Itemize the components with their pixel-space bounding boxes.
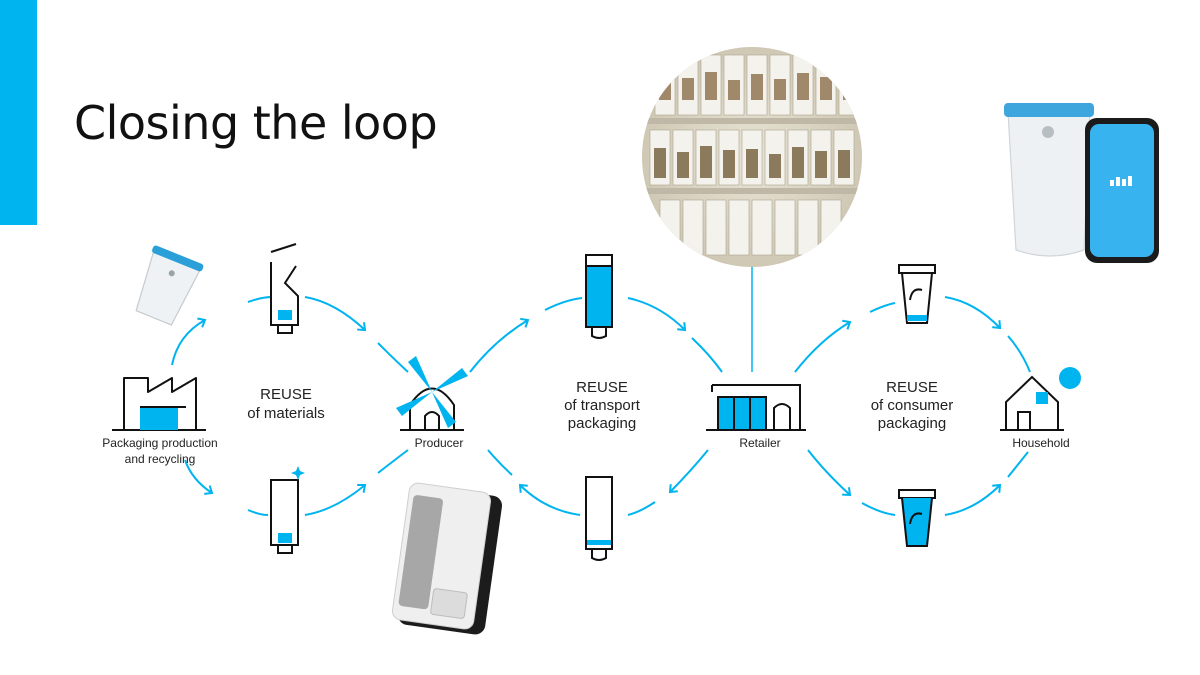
- full-dispenser-icon: [585, 254, 613, 339]
- loop-consumer-line1: REUSE: [886, 379, 938, 396]
- arc-consumer-bot-right: [944, 483, 1002, 516]
- store-shelf-photo: [642, 47, 862, 267]
- label-producer: Producer: [415, 436, 464, 450]
- arc-materials-join-bot: [377, 449, 409, 474]
- arc-materials-top-left: [171, 317, 207, 366]
- arc-transport-top-right: [627, 297, 687, 332]
- accent-bar: [0, 0, 37, 225]
- loop-consumer-line2: of consumer: [871, 397, 954, 414]
- loop-materials-line2: of materials: [247, 405, 325, 422]
- arc-materials-bot-right: [304, 483, 367, 516]
- loop-consumer-line3: packaging: [878, 415, 946, 432]
- dispenser-device-photo: [391, 482, 503, 635]
- arc-consumer-bot-mid: [861, 502, 896, 516]
- house-icon: [1000, 367, 1081, 431]
- arc-transport-left-join: [487, 449, 513, 476]
- phone-app-logo: [1110, 176, 1132, 186]
- empty-dispenser-icon: [585, 476, 613, 561]
- factory-icon: [112, 377, 206, 431]
- arc-consumer-right-bot-join: [1007, 451, 1029, 478]
- arc-materials-top-mid: [247, 296, 273, 303]
- label-packaging-line2: and recycling: [125, 452, 196, 466]
- flattened-package-icon: [270, 243, 299, 334]
- arc-materials-bot-left: [184, 459, 214, 495]
- windmill-icon: [396, 356, 468, 431]
- arc-consumer-bot-left: [807, 449, 852, 497]
- arc-consumer-top-left: [794, 319, 852, 373]
- arc-transport-bot-right: [668, 449, 709, 494]
- loop-transport-line1: REUSE: [576, 379, 628, 396]
- arc-transport-bot-mid: [627, 501, 656, 516]
- arc-transport-bot-left: [518, 483, 581, 516]
- arc-materials-top-right: [304, 296, 367, 332]
- label-packaging-line1: Packaging production: [102, 436, 217, 450]
- arc-consumer-top-mid: [869, 302, 896, 313]
- arc-materials-bot-mid: [247, 509, 269, 516]
- arc-transport-right-join: [691, 337, 723, 373]
- store-icon: [706, 384, 806, 431]
- container-and-phone-photo: [1004, 103, 1159, 263]
- arc-transport-top-mid: [544, 297, 583, 311]
- loop-transport-line2: of transport: [564, 397, 641, 414]
- label-retailer: Retailer: [739, 436, 780, 450]
- shelf-product-fill-row-2: [654, 146, 850, 178]
- slide-title: Closing the loop: [74, 96, 438, 150]
- new-package-icon: [270, 466, 305, 554]
- loop-materials-line1: REUSE: [260, 386, 312, 403]
- arc-consumer-top-right: [944, 296, 1002, 330]
- full-cup-icon: [898, 489, 936, 547]
- loop-transport-line3: packaging: [568, 415, 636, 432]
- label-household: Household: [1012, 436, 1069, 450]
- arc-consumer-right-join: [1007, 335, 1031, 373]
- arc-transport-top-left: [469, 317, 530, 373]
- arc-materials-join-top: [377, 342, 409, 373]
- empty-cup-icon: [898, 264, 936, 324]
- loop-arcs: [171, 296, 1031, 516]
- clear-cup-photo: [135, 245, 204, 326]
